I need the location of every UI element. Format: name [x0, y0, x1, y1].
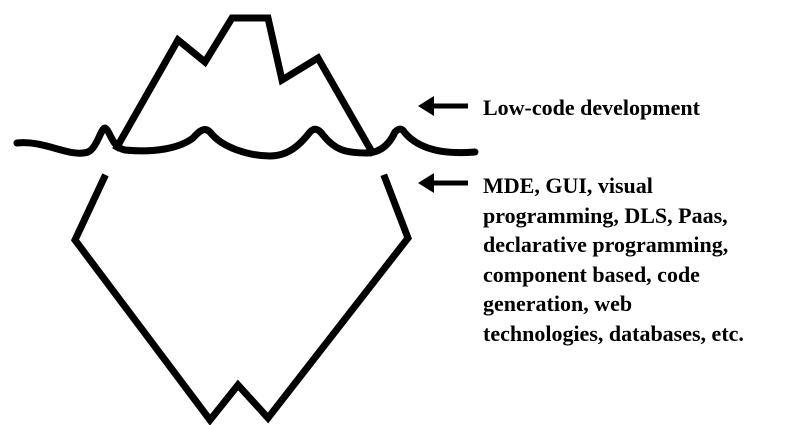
arrow-top	[418, 96, 468, 116]
below-water-label: MDE, GUI, visual programming, DLS, Paas,…	[483, 171, 783, 348]
below-water-line-1: MDE, GUI, visual	[483, 173, 653, 198]
water-line	[13, 124, 479, 160]
below-water-line-5: generation, web	[483, 291, 633, 316]
iceberg-tip	[112, 14, 377, 157]
iceberg-submerged	[70, 173, 412, 425]
below-water-line-2: programming, DLS, Paas,	[483, 202, 728, 228]
below-water-line-3: declarative programming,	[483, 232, 729, 257]
below-water-line-6: technologies, databases, etc.	[483, 320, 744, 346]
arrow-bottom	[418, 173, 468, 193]
above-water-label: Low-code development	[483, 95, 700, 120]
below-water-line-4: component based, code	[483, 261, 700, 287]
